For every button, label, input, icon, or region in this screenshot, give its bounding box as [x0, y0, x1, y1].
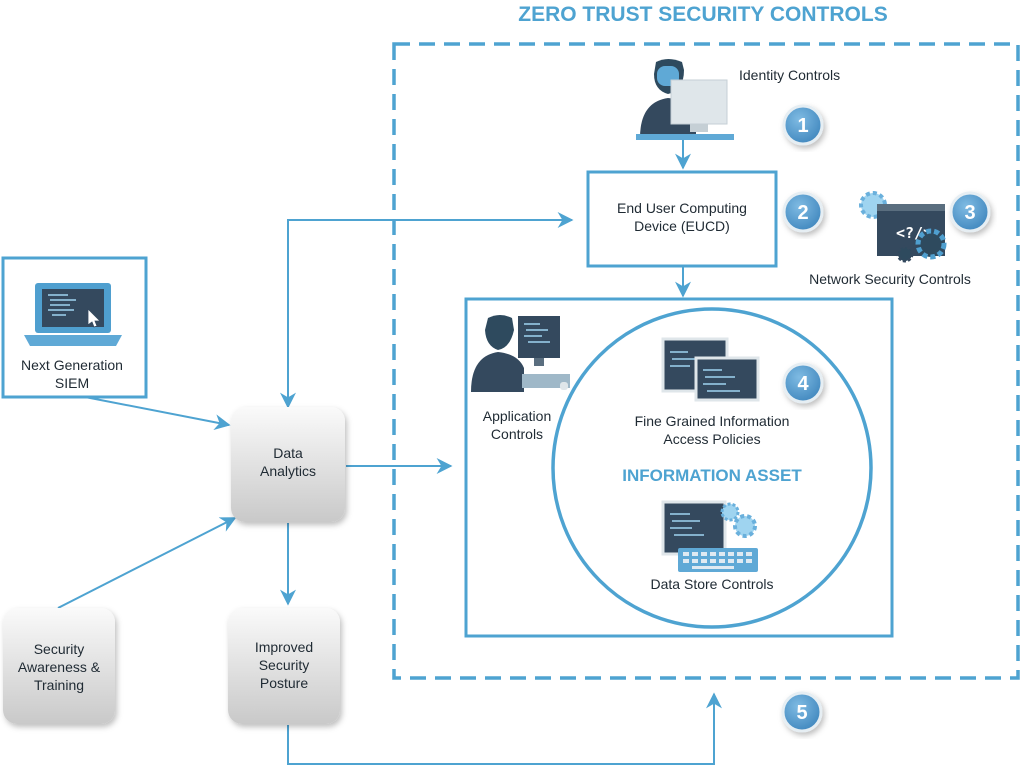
eucd-label-line1: End User Computing	[617, 200, 747, 216]
badge-1-number: 1	[797, 115, 808, 137]
database-keyboard-gears-icon	[661, 500, 758, 572]
badge-5: 5	[781, 691, 823, 733]
fine-grained-label-line1: Fine Grained Information	[635, 413, 790, 429]
posture-label-line2: Security	[259, 657, 310, 673]
diagram-title: ZERO TRUST SECURITY CONTROLS	[518, 3, 887, 26]
laptop-icon	[24, 283, 122, 346]
posture-label-line1: Improved	[255, 639, 313, 655]
posture-label-line3: Posture	[260, 675, 308, 691]
user-computer-icon	[636, 59, 734, 140]
badge-5-number: 5	[796, 702, 807, 724]
siem-label-line1: Next Generation	[21, 357, 123, 373]
awareness-label-line3: Training	[34, 677, 84, 693]
badge-3-number: 3	[964, 202, 975, 224]
code-windows-icon	[661, 337, 760, 402]
badge-1: 1	[782, 104, 824, 146]
fine-grained-policies-node: Fine Grained Information Access Policies	[635, 337, 790, 447]
code-window-gears-icon: <?/>	[859, 191, 947, 263]
improved-posture-node: Improved Security Posture	[228, 608, 340, 724]
security-awareness-node: Security Awareness & Training	[3, 608, 115, 724]
eucd-node: End User Computing Device (EUCD)	[586, 170, 778, 268]
arrow-analytics-eucd	[280, 212, 574, 409]
user-computer-icon	[471, 315, 570, 392]
data-store-controls-label: Data Store Controls	[651, 576, 774, 592]
application-controls-label-line2: Controls	[491, 426, 543, 442]
arrow-siem-to-analytics	[84, 396, 231, 431]
identity-controls-label: Identity Controls	[739, 67, 840, 83]
identity-controls-node: Identity Controls	[636, 59, 840, 140]
awareness-label-line1: Security	[34, 641, 85, 657]
badge-2: 2	[782, 191, 824, 233]
connectors	[57, 140, 722, 765]
data-analytics-node: Data Analytics	[231, 407, 345, 522]
siem-label-line2: SIEM	[55, 375, 89, 391]
application-controls-label-line1: Application	[483, 408, 552, 424]
zero-trust-boundary	[392, 42, 1020, 680]
data-store-controls-node: Data Store Controls	[651, 500, 774, 592]
siem-node: Next Generation SIEM	[1, 256, 148, 399]
arrow-posture-to-boundary	[287, 692, 722, 765]
network-security-label: Network Security Controls	[809, 271, 971, 287]
eucd-label-line2: Device (EUCD)	[634, 218, 730, 234]
analytics-label-line1: Data	[273, 445, 303, 461]
analytics-label-line2: Analytics	[260, 463, 316, 479]
awareness-label-line2: Awareness &	[18, 659, 101, 675]
badge-4: 4	[782, 362, 824, 404]
badge-4-number: 4	[797, 373, 809, 395]
information-asset-label: INFORMATION ASSET	[622, 466, 802, 485]
application-controls-node: Application Controls	[471, 315, 570, 442]
badge-3: 3	[949, 191, 991, 233]
arrow-awareness-to-analytics	[57, 517, 237, 609]
badge-2-number: 2	[797, 202, 808, 224]
fine-grained-label-line2: Access Policies	[663, 431, 760, 447]
network-security-node: <?/> Network Security Controls	[809, 191, 971, 287]
